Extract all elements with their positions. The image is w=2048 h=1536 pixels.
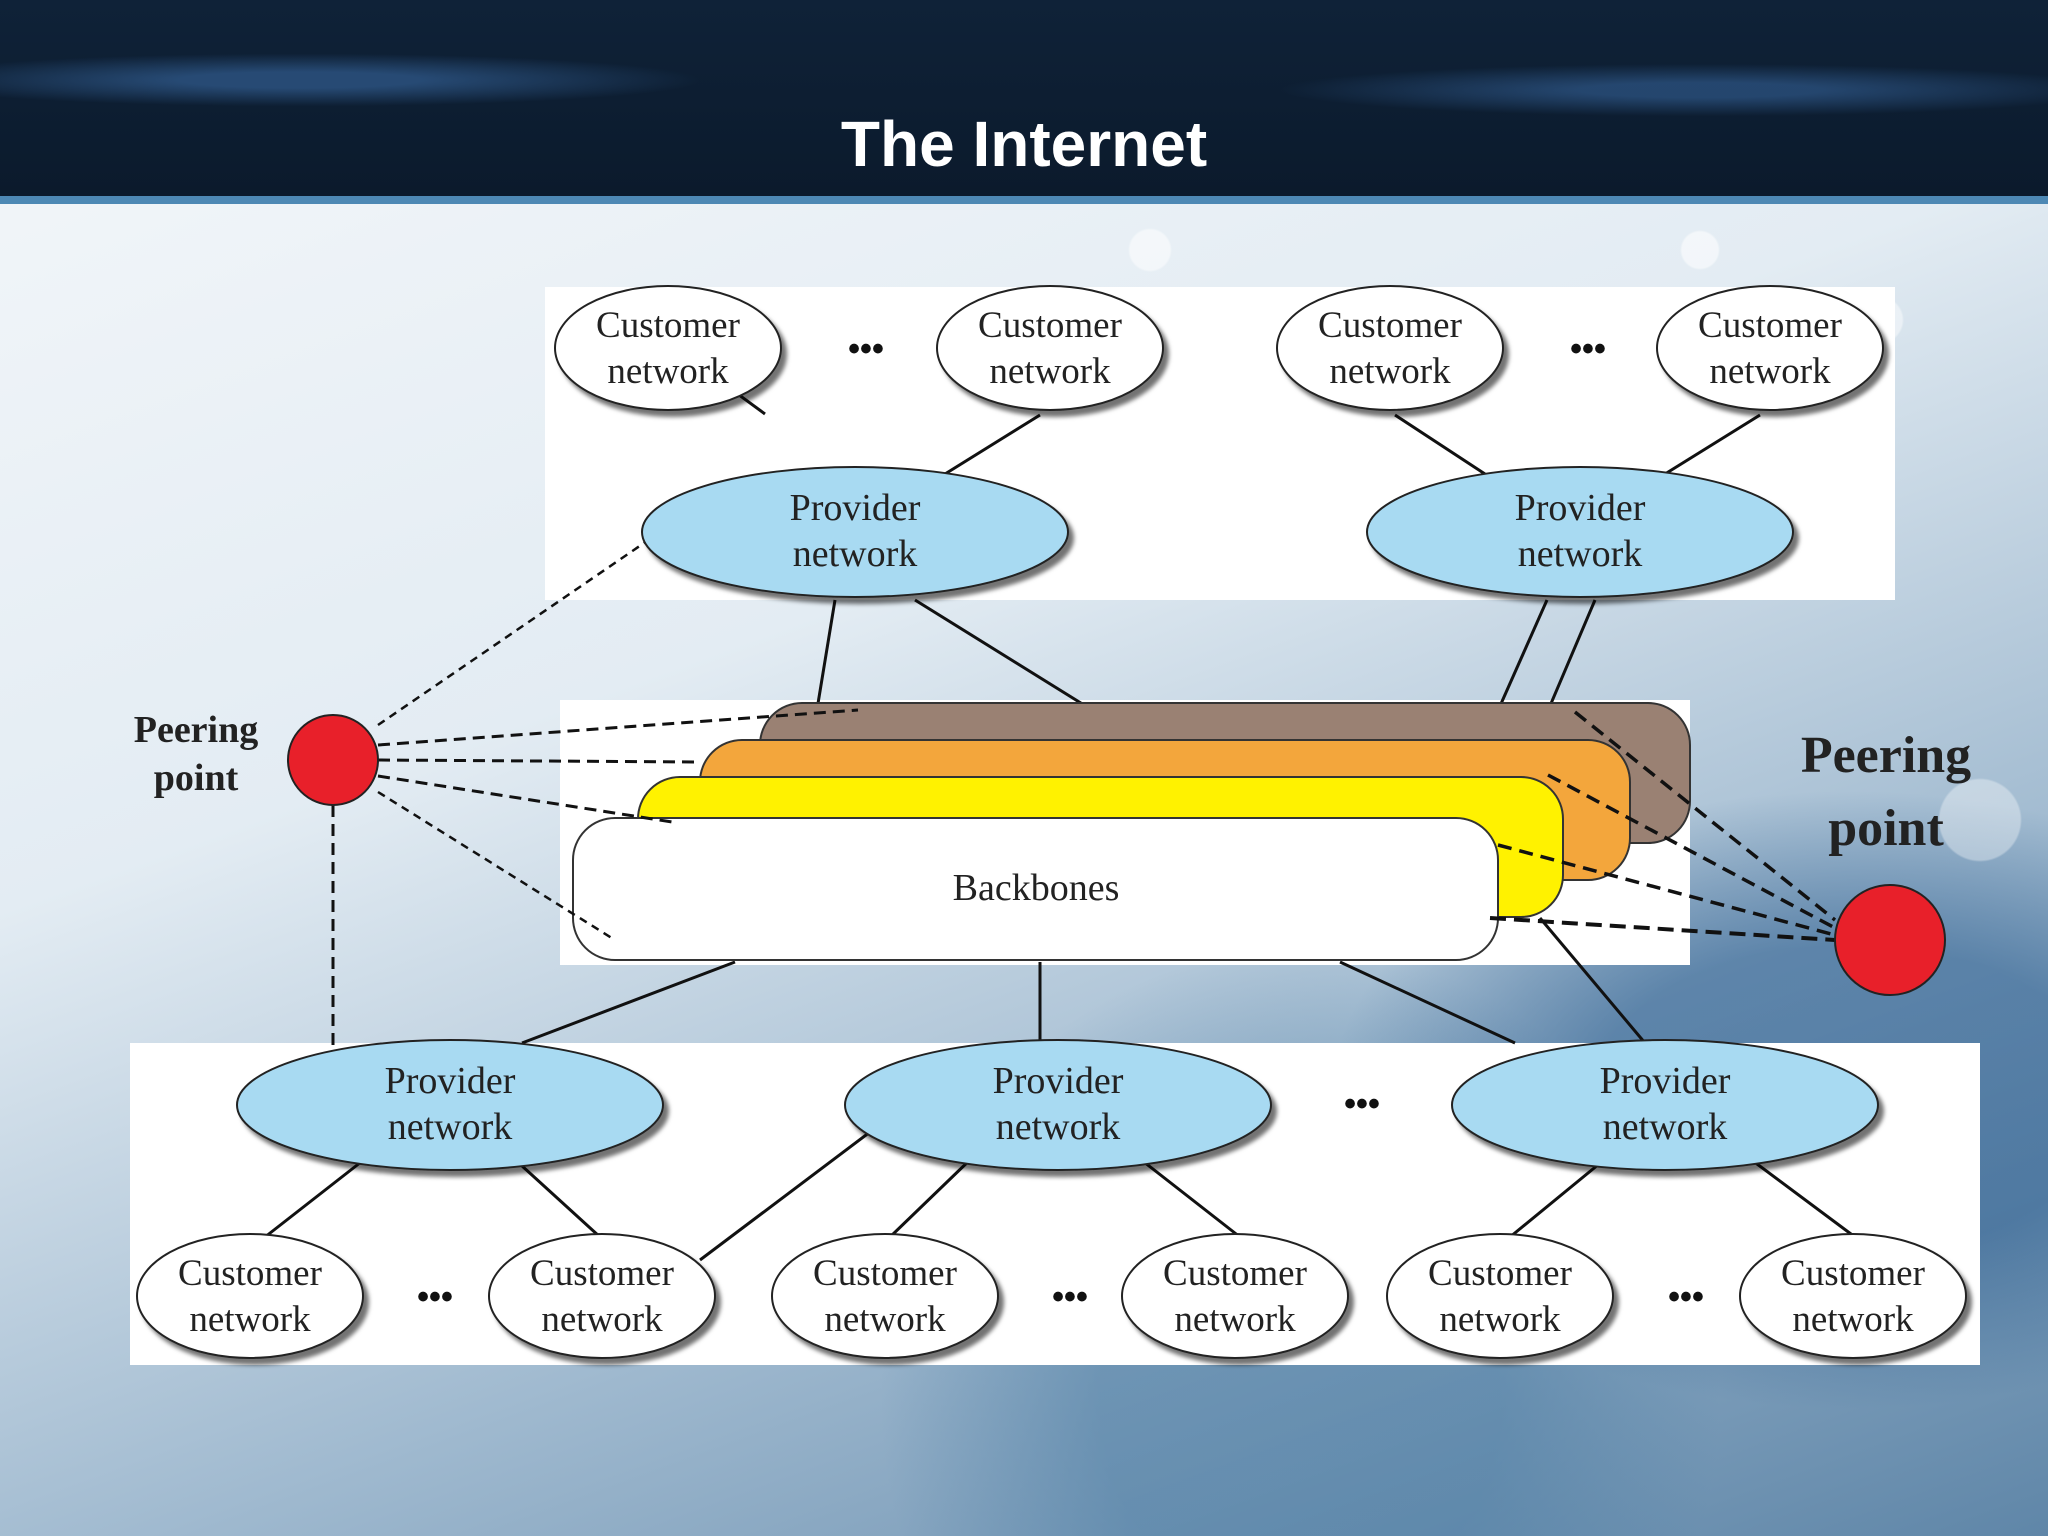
customer-network: Customer network <box>1386 1233 1614 1359</box>
provider-network-bottom-3: Provider network <box>1451 1039 1879 1171</box>
customer-label-2: network <box>189 1299 311 1340</box>
ellipsis: ••• <box>417 1278 453 1316</box>
backbones-label: Backbones <box>953 867 1120 909</box>
customer-label-1: Customer <box>1318 305 1462 346</box>
customer-label-2: network <box>824 1299 946 1340</box>
provider-label-1: Provider <box>1600 1060 1731 1102</box>
customer-label-2: network <box>1174 1299 1296 1340</box>
slide-title: The Internet <box>840 108 1208 180</box>
customer-label-2: network <box>1792 1299 1914 1340</box>
peering-point-left: Peering point <box>134 709 379 806</box>
customer-network: Customer network <box>936 285 1164 411</box>
customer-label-1: Customer <box>1698 305 1842 346</box>
provider-label-1: Provider <box>385 1060 516 1102</box>
customer-label-2: network <box>989 351 1111 392</box>
customer-network: Customer network <box>1276 285 1504 411</box>
customer-network: Customer network <box>1739 1233 1967 1359</box>
provider-label-2: network <box>793 533 918 575</box>
customer-label-1: Customer <box>813 1253 957 1294</box>
customer-label-1: Customer <box>978 305 1122 346</box>
peering-point-right: Peering point <box>1801 727 1971 996</box>
customer-network: Customer network <box>136 1233 364 1359</box>
customer-label-2: network <box>607 351 729 392</box>
provider-label-2: network <box>996 1106 1121 1148</box>
provider-label-1: Provider <box>993 1060 1124 1102</box>
peering-left-line2: point <box>154 757 239 799</box>
ellipsis: ••• <box>1668 1278 1704 1316</box>
ellipsis: ••• <box>1052 1278 1088 1316</box>
provider-label-2: network <box>1603 1106 1728 1148</box>
customer-label-1: Customer <box>1163 1253 1307 1294</box>
customer-label-2: network <box>541 1299 663 1340</box>
ellipsis: ••• <box>1344 1085 1380 1123</box>
peering-right-line1: Peering <box>1801 727 1971 784</box>
customer-label-1: Customer <box>530 1253 674 1294</box>
peering-right-line2: point <box>1828 800 1944 857</box>
provider-network-top-left: Provider network <box>641 466 1069 598</box>
provider-label-2: network <box>388 1106 513 1148</box>
customer-nodes-bottom: Customer network ••• Customer network Cu… <box>136 1233 1967 1359</box>
customer-label-2: network <box>1329 351 1451 392</box>
peering-dot-right <box>1834 884 1946 996</box>
customer-network: Customer network <box>488 1233 716 1359</box>
customer-label-1: Customer <box>596 305 740 346</box>
backbone-main <box>572 817 1499 961</box>
provider-network-top-right: Provider network <box>1366 466 1794 598</box>
provider-label-2: network <box>1518 533 1643 575</box>
customer-label-2: network <box>1439 1299 1561 1340</box>
customer-label-1: Customer <box>178 1253 322 1294</box>
provider-label-1: Provider <box>1515 487 1646 529</box>
customer-nodes-top: Customer network ••• Customer network Cu… <box>554 285 1884 411</box>
ellipsis: ••• <box>1570 330 1606 368</box>
peering-dashed-lines <box>331 513 1837 1062</box>
provider-network-bottom-1: Provider network <box>236 1039 664 1171</box>
customer-label-1: Customer <box>1428 1253 1572 1294</box>
customer-label-2: network <box>1709 351 1831 392</box>
customer-network: Customer network <box>771 1233 999 1359</box>
customer-network: Customer network <box>1656 285 1884 411</box>
ellipsis: ••• <box>848 330 884 368</box>
customer-network: Customer network <box>1121 1233 1349 1359</box>
peering-dot-left <box>287 714 379 806</box>
provider-label-1: Provider <box>790 487 921 529</box>
provider-network-bottom-2: Provider network <box>844 1039 1272 1171</box>
backbones-stack: Backbones <box>572 702 1691 961</box>
provider-nodes: Provider network Provider network Provid… <box>236 466 1879 1171</box>
customer-label-1: Customer <box>1781 1253 1925 1294</box>
customer-network: Customer network <box>554 285 782 411</box>
peering-left-line1: Peering <box>134 709 259 751</box>
title-bar <box>0 0 2048 204</box>
